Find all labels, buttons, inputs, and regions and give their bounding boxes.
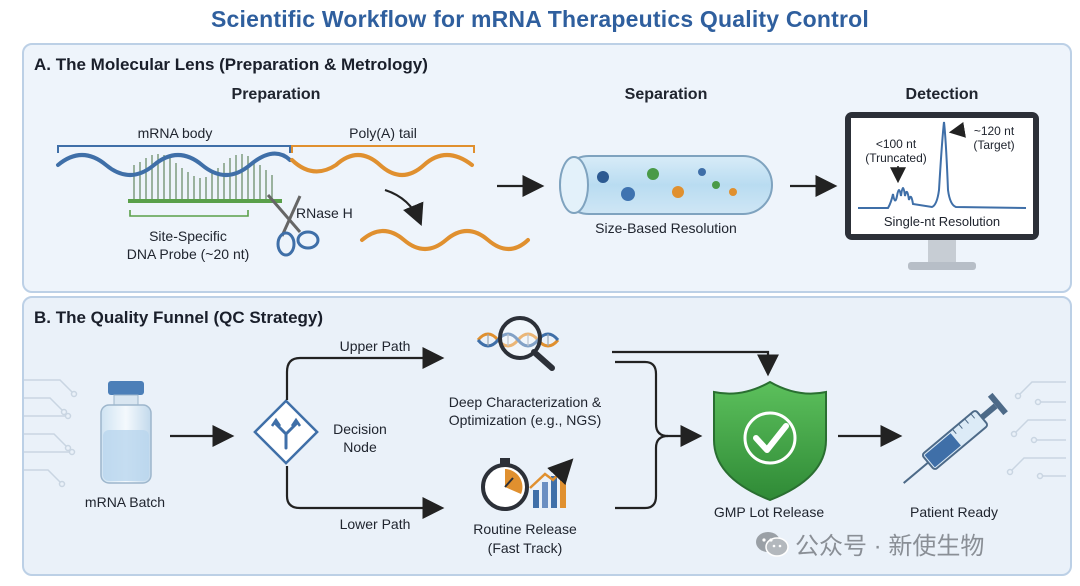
syringe-icon	[903, 392, 1008, 484]
poly-a-tail-label: Poly(A) tail	[349, 125, 417, 141]
scissors-icon	[266, 194, 320, 257]
upper-path-label: Upper Path	[339, 338, 411, 354]
decision-label-line2: Node	[343, 439, 377, 455]
stopwatch-chart-icon	[481, 458, 574, 511]
target-label-line1: ~120 nt	[973, 124, 1015, 138]
rnase-label: RNase H	[296, 205, 353, 221]
detection-caption: Single-nt Resolution	[883, 214, 1001, 229]
separation-caption: Size-Based Resolution	[595, 220, 737, 236]
deep-characterization-line2: Optimization (e.g., NGS)	[448, 412, 602, 428]
lower-path-arrow	[285, 466, 445, 519]
decision-label-line1: Decision	[333, 421, 387, 437]
detection-monitor	[845, 112, 1039, 270]
probe-label-line2: DNA Probe (~20 nt)	[126, 246, 250, 262]
probe-label-line1: Site-Specific	[149, 228, 227, 244]
wechat-icon	[756, 531, 789, 557]
separation-tube	[559, 155, 773, 215]
deep-characterization-line1: Deep Characterization &	[448, 394, 602, 410]
patient-ready-label: Patient Ready	[910, 504, 998, 520]
shield-check-icon	[713, 380, 827, 502]
routine-release-line1: Routine Release	[473, 521, 577, 537]
panel-a-heading: A. The Molecular Lens (Preparation & Met…	[34, 55, 428, 74]
watermark-text: 公众号 · 新使生物	[795, 533, 985, 560]
decision-node-icon	[253, 399, 319, 465]
merge-arrow-lower	[615, 434, 669, 510]
stage-preparation: Preparation	[231, 86, 321, 103]
truncated-label-line1: <100 nt	[875, 137, 917, 151]
circuit-decoration-left	[24, 379, 78, 488]
gmp-release-label: GMP Lot Release	[713, 504, 825, 520]
routine-release-line2: (Fast Track)	[487, 540, 563, 556]
vial-icon	[100, 381, 152, 484]
mrna-body-label: mRNA body	[137, 125, 213, 141]
batch-label: mRNA Batch	[84, 494, 166, 510]
target-label-line2: (Target)	[973, 138, 1015, 152]
watermark: 公众号 · 新使生物	[755, 526, 984, 561]
truncated-label-line2: (Truncated)	[865, 151, 927, 165]
lower-path-label: Lower Path	[339, 516, 411, 532]
panel-b-heading: B. The Quality Funnel (QC Strategy)	[34, 308, 324, 327]
circuit-decoration-right	[1006, 381, 1066, 480]
stage-separation: Separation	[624, 86, 708, 103]
deep-to-gmp-arrow	[612, 350, 779, 377]
dna-magnifier-icon	[476, 316, 560, 371]
stage-detection: Detection	[905, 86, 979, 103]
mrna-probe-illustration	[56, 145, 530, 257]
upper-path-arrow	[285, 347, 445, 400]
page-title: Scientific Workflow for mRNA Therapeutic…	[210, 6, 870, 32]
merge-arrow-upper	[615, 360, 703, 447]
